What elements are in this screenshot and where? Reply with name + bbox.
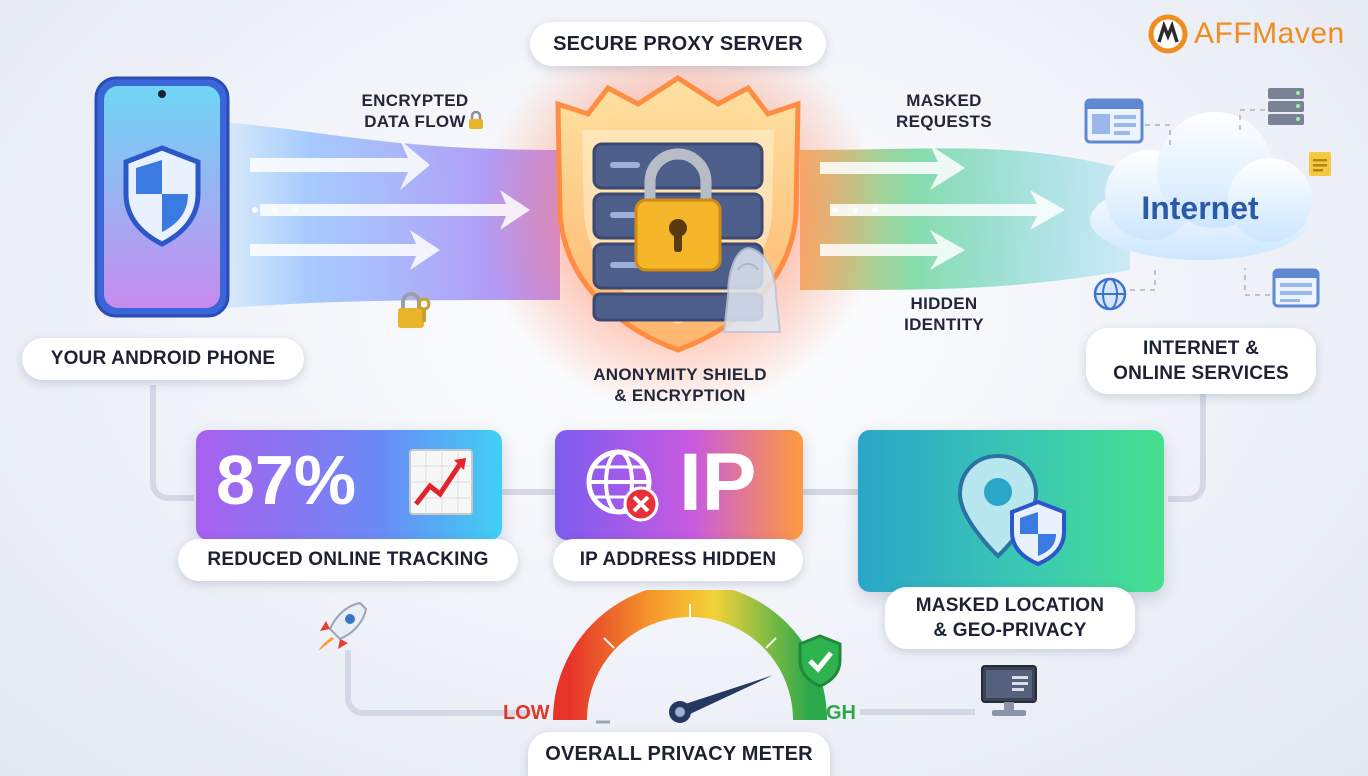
- shield-label: ANONYMITY SHIELD & ENCRYPTION: [566, 364, 794, 406]
- flow-right-bottom-text: HIDDEN IDENTITY: [904, 294, 984, 334]
- meter-high-label: HIGH: [806, 702, 856, 724]
- lock-key-icon: [398, 292, 431, 328]
- cloak-icon: [722, 246, 782, 333]
- brand-name: AFFMaven: [1194, 17, 1345, 50]
- shield-icon: [123, 145, 201, 247]
- android-phone[interactable]: [94, 76, 230, 318]
- computer-icon: [981, 665, 1037, 716]
- meter-needle: [669, 675, 773, 723]
- brand-logo-icon: [1148, 14, 1188, 54]
- location-label-text: MASKED LOCATION & GEO-PRIVACY: [915, 595, 1105, 641]
- ip-big-text: IP: [679, 437, 757, 528]
- brand-logo[interactable]: AFFMaven: [1148, 14, 1345, 54]
- connector-phone-to-cards: [150, 385, 194, 501]
- meter-low-label: LOW: [503, 702, 550, 724]
- internet-cloud: [1090, 112, 1312, 260]
- padlock-icon: [634, 148, 722, 272]
- connector-meter-to-computer: [860, 709, 975, 715]
- tracking-card[interactable]: 87%: [196, 430, 502, 540]
- pin-shield-icon: [1010, 499, 1066, 567]
- ip-card[interactable]: IP: [555, 430, 803, 540]
- browser-window-icon: [1272, 268, 1320, 308]
- check-shield-icon: [798, 634, 842, 688]
- location-pin-icon: [957, 453, 1066, 567]
- cloud-text: Internet: [1141, 190, 1259, 226]
- globe-icon: [1093, 277, 1127, 311]
- flow-right-bottom-label: HIDDEN IDENTITY: [880, 293, 1008, 335]
- flow-right-top-text: MASKED REQUESTS: [896, 91, 992, 131]
- tracking-label: REDUCED ONLINE TRACKING: [178, 539, 518, 581]
- proxy-server-shield[interactable]: [548, 74, 808, 354]
- connector-rocket-to-meter: [345, 650, 531, 716]
- services-label-text: INTERNET & ONLINE SERVICES: [1113, 338, 1289, 384]
- flow-right-top-label: MASKED REQUESTS: [880, 90, 1008, 132]
- server-title: SECURE PROXY SERVER: [530, 22, 826, 66]
- phone-label: YOUR ANDROID PHONE: [22, 338, 304, 380]
- rocket-icon: [318, 601, 368, 651]
- location-label: MASKED LOCATION & GEO-PRIVACY: [885, 587, 1135, 649]
- document-icon: [1309, 152, 1331, 176]
- services-label: INTERNET & ONLINE SERVICES: [1086, 328, 1316, 394]
- webpage-icon: [1084, 98, 1144, 144]
- shield-label-text: ANONYMITY SHIELD & ENCRYPTION: [593, 365, 767, 405]
- trend-up-icon: [409, 449, 473, 515]
- flow-left-label: ENCRYPTED DATA FLOW: [350, 90, 480, 132]
- flow-left-text: ENCRYPTED DATA FLOW: [361, 91, 469, 131]
- lock-icon: [469, 110, 483, 129]
- meter-arc: [553, 590, 827, 721]
- globe-blocked-icon: [586, 449, 659, 522]
- tracking-value: 87%: [216, 441, 357, 519]
- privacy-meter: [553, 590, 827, 724]
- database-server-icon: [1268, 88, 1304, 125]
- meter-title: OVERALL PRIVACY METER: [528, 732, 830, 776]
- connector-services-to-cards: [1168, 392, 1206, 502]
- location-card[interactable]: [858, 430, 1164, 592]
- ip-label: IP ADDRESS HIDDEN: [553, 539, 803, 581]
